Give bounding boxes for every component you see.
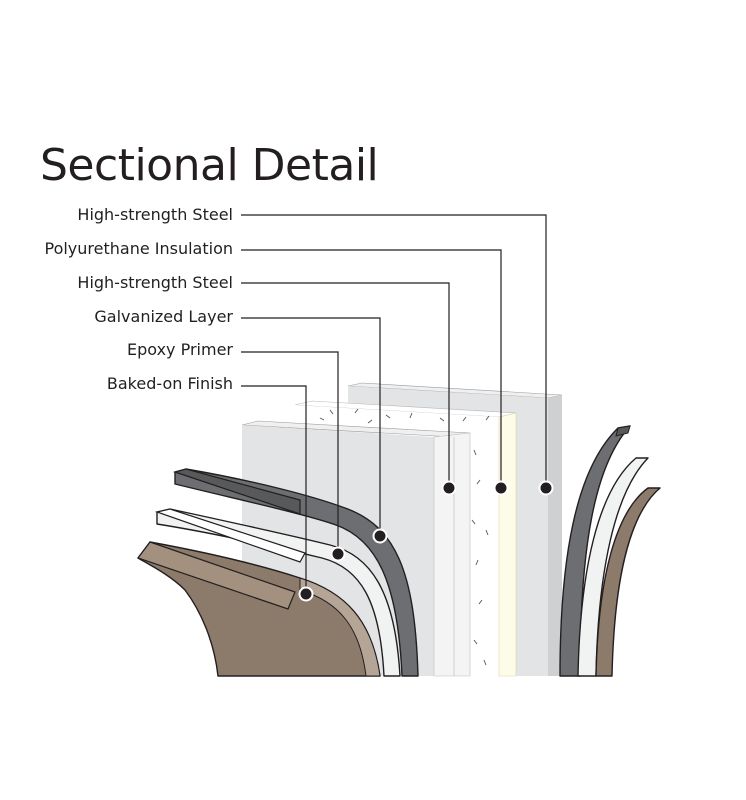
layer-labels: High-strength Steel Polyurethane Insulat…: [0, 0, 233, 800]
dot-galvanized-layer: [372, 528, 388, 544]
leader-polyurethane-insulation: [241, 249, 502, 488]
page-title: Sectional Detail: [40, 140, 379, 191]
label-epoxy-primer: Epoxy Primer: [127, 340, 233, 359]
inner-steel-panel-side: [433, 432, 471, 677]
dot-polyurethane-insulation: [493, 480, 509, 496]
label-baked-on-finish: Baked-on Finish: [106, 374, 233, 393]
insulation-side: [498, 412, 517, 677]
right-finish-curl: [595, 487, 661, 677]
label-high-strength-steel-outer: High-strength Steel: [77, 205, 233, 224]
dot-high-strength-steel-inner: [441, 480, 457, 496]
label-galvanized-layer: Galvanized Layer: [94, 307, 233, 326]
dot-high-strength-steel-outer: [538, 480, 554, 496]
callout-dots: [298, 480, 554, 602]
dot-epoxy-primer: [330, 546, 346, 562]
insulation-texture: [319, 408, 490, 666]
leader-high-strength-steel-outer: [241, 214, 547, 488]
label-high-strength-steel-inner: High-strength Steel: [77, 273, 233, 292]
leader-lines: [241, 214, 547, 594]
outer-steel-panel-side: [548, 395, 562, 676]
leader-baked-on-finish: [241, 385, 307, 594]
dot-baked-on-finish: [298, 586, 314, 602]
right-primer-curl: [577, 457, 649, 677]
leader-epoxy-primer: [241, 351, 339, 554]
leader-galvanized-layer: [241, 317, 381, 536]
leader-high-strength-steel-inner: [241, 282, 450, 488]
label-polyurethane-insulation: Polyurethane Insulation: [44, 239, 233, 258]
